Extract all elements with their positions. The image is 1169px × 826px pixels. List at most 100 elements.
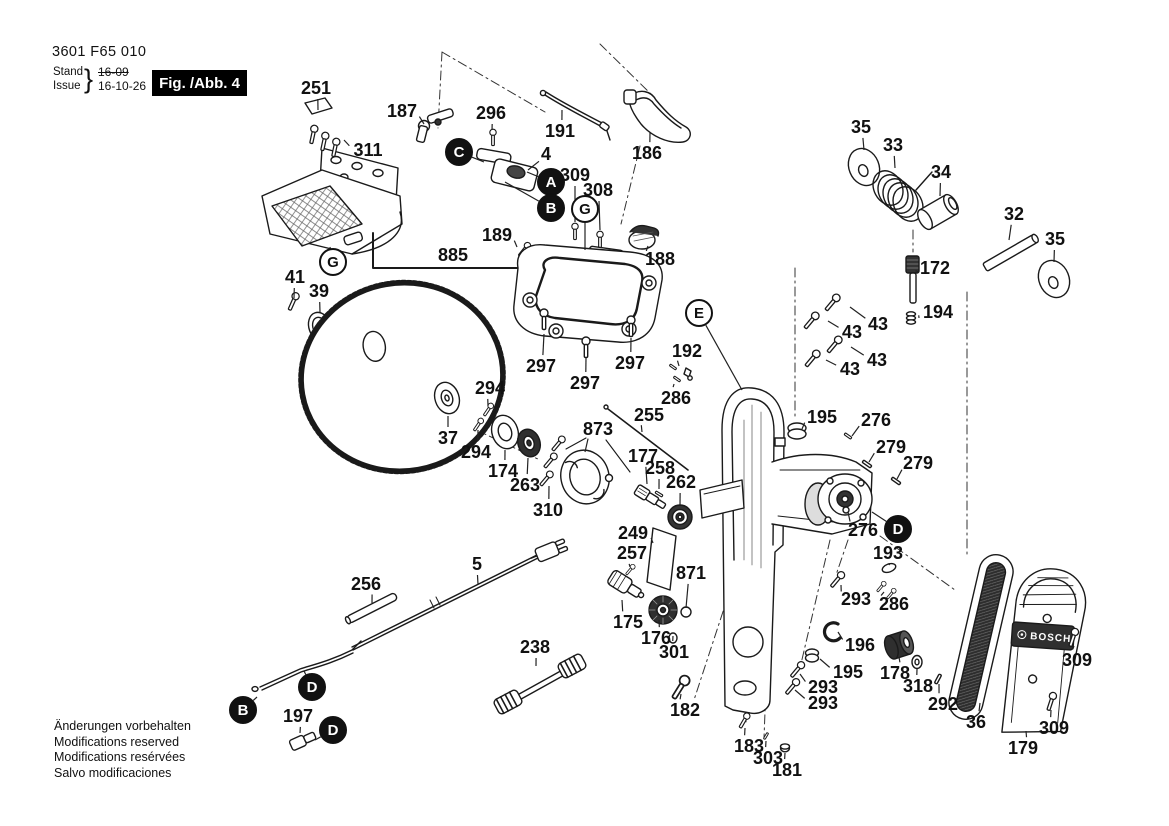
nut-195-lower [804, 648, 820, 663]
leader-line [672, 383, 675, 388]
part-label-309: 309 [560, 165, 590, 185]
leader-line [896, 469, 903, 480]
leader-line [794, 689, 806, 699]
leader-line [801, 422, 806, 430]
torsion-spring-33 [872, 170, 933, 222]
part-label-182: 182 [670, 700, 700, 720]
svg-text:B: B [546, 200, 557, 217]
part-label-176: 176 [641, 628, 671, 648]
part-label-172: 172 [920, 258, 950, 278]
leader-line [705, 324, 743, 391]
leader-line [819, 658, 831, 668]
part-label-177: 177 [628, 446, 658, 466]
leader-line [650, 537, 654, 544]
pin-276-upper [843, 432, 853, 440]
blade-flange-outer-37 [433, 381, 461, 415]
part-label-36: 36 [966, 712, 986, 732]
saw-blade-37-area [285, 279, 542, 475]
part-label-186: 186 [632, 143, 662, 163]
disclaimer-fr: Modifications resérvées [54, 750, 186, 764]
leader-line [471, 156, 485, 163]
leader-line [850, 346, 865, 356]
part-label-41: 41 [285, 267, 305, 287]
svg-text:G: G [579, 201, 591, 218]
document-number: 3601 F65 010 [52, 44, 147, 60]
leader-line [851, 425, 860, 437]
screw-293-a [828, 569, 847, 590]
worm-shaft-175 [607, 570, 645, 599]
part-label-308: 308 [583, 180, 613, 200]
part-label-193: 193 [873, 543, 903, 563]
rod-255 [603, 404, 689, 471]
part-label-286: 286 [661, 388, 691, 408]
part-label-43: 43 [867, 350, 887, 370]
leader-line [847, 511, 851, 522]
ring-871 [680, 606, 692, 618]
svg-text:G: G [327, 254, 339, 271]
leader-line [504, 181, 540, 202]
leader-line [978, 702, 981, 712]
clip-193 [881, 562, 897, 574]
assembly-callout-B: B [229, 696, 257, 724]
gasket-249 [646, 527, 677, 591]
part-label-43: 43 [842, 322, 862, 342]
assembly-callout-B: B [537, 194, 565, 222]
pivot-arm-housing [699, 387, 873, 715]
part-label-279: 279 [903, 453, 933, 473]
ball-276-lower [842, 506, 850, 514]
spring-194 [905, 311, 917, 325]
part-label-255: 255 [634, 405, 664, 425]
pin-292 [933, 673, 943, 685]
part-label-43: 43 [868, 314, 888, 334]
disclaimer-block: Änderungen vorbehalten Modifications res… [54, 719, 191, 781]
svg-text:A: A [546, 174, 557, 191]
part-label-279: 279 [876, 437, 906, 457]
part-label-294: 294 [461, 442, 491, 462]
screw-257 [624, 562, 637, 577]
part-label-292: 292 [928, 694, 958, 714]
part-label-871: 871 [676, 563, 706, 583]
pin-279-b [890, 476, 902, 486]
bearing-262 [667, 504, 693, 530]
part-label-297: 297 [615, 353, 645, 373]
stand-label: Stand [53, 66, 84, 78]
part-label-181: 181 [772, 760, 802, 780]
leader-line [862, 137, 865, 151]
leader-line [343, 139, 350, 147]
leader-line [676, 360, 680, 367]
part-label-297: 297 [526, 356, 556, 376]
part-label-257: 257 [617, 543, 647, 563]
leader-line [645, 466, 648, 485]
assembly-callout-G: G [319, 248, 347, 276]
saw-blade [298, 279, 506, 475]
part-label-195: 195 [833, 662, 863, 682]
bent-rod-D [251, 640, 362, 693]
pulley-178 [883, 630, 915, 660]
pin-183 [736, 711, 752, 730]
screw-293-b [788, 659, 807, 680]
part-label-873: 873 [583, 419, 613, 439]
kerf-plate-assembly [261, 97, 403, 255]
clip-196 [822, 621, 842, 643]
bearing-263 [516, 428, 542, 458]
part-label-196: 196 [845, 635, 875, 655]
leader-line [893, 155, 896, 169]
switch-assembly-4 [476, 128, 539, 192]
leader-line [513, 240, 518, 248]
leader-line [898, 656, 901, 663]
leader-line [799, 673, 806, 682]
assembly-callout-A: A [537, 168, 565, 196]
part-label-276: 276 [861, 410, 891, 430]
part-label-43: 43 [840, 359, 860, 379]
washer-35-left [847, 147, 881, 187]
shaft-177 [633, 484, 667, 509]
part-label-276: 276 [848, 520, 878, 540]
assembly-callout-G: G [571, 195, 599, 223]
leader-line [685, 583, 689, 609]
leader-line [628, 563, 631, 568]
leader-line [476, 574, 479, 585]
part-label-885: 885 [438, 245, 468, 265]
part-label-4: 4 [541, 144, 551, 164]
part-label-310: 310 [533, 500, 563, 520]
drive-belt-36 [948, 554, 1014, 720]
